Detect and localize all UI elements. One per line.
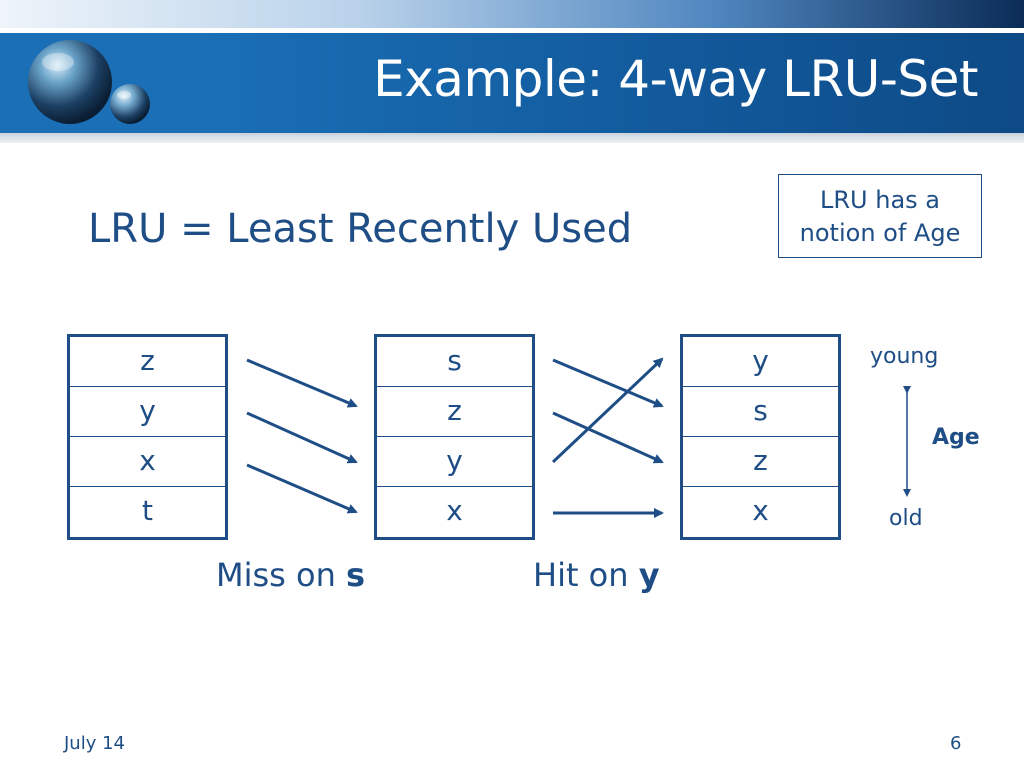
note-line-2: notion of Age bbox=[799, 219, 961, 247]
cache-entry: z bbox=[70, 337, 225, 387]
shift-arrow bbox=[552, 411, 664, 464]
age-label: Age bbox=[932, 425, 980, 450]
hit-caption-key: y bbox=[638, 556, 660, 594]
cache-entry: s bbox=[377, 337, 532, 387]
cache-entry: y bbox=[70, 387, 225, 437]
age-old-label: old bbox=[889, 506, 923, 531]
note-box: LRU has a notion of Age bbox=[778, 174, 982, 258]
cache-entry: x bbox=[446, 494, 463, 527]
footer-date: July 14 bbox=[64, 733, 125, 754]
subtitle: LRU = Least Recently Used bbox=[88, 206, 633, 252]
age-young-label: young bbox=[870, 344, 939, 369]
cache-entry: x bbox=[70, 437, 225, 487]
hit-caption: Hit on y bbox=[533, 556, 660, 594]
hit-caption-text: Hit on bbox=[533, 556, 639, 594]
cache-entry: s bbox=[683, 387, 838, 437]
top-decor-strip bbox=[0, 0, 1024, 28]
cache-entry: x bbox=[752, 494, 769, 527]
promote-arrow bbox=[551, 357, 664, 464]
miss-caption-text: Miss on bbox=[216, 556, 347, 594]
page-number: 6 bbox=[950, 733, 962, 754]
slide-title: Example: 4-way LRU-Set bbox=[373, 50, 978, 108]
pearl-spheres-logo bbox=[28, 40, 150, 124]
shift-arrow bbox=[246, 463, 358, 514]
shift-arrow bbox=[246, 358, 358, 408]
cache-set-after-hit: y s z x bbox=[680, 334, 841, 540]
note-line-1: LRU has a bbox=[820, 186, 940, 214]
cache-entry: y bbox=[683, 337, 838, 387]
cache-entry: z bbox=[377, 387, 532, 437]
miss-caption-key: s bbox=[346, 556, 366, 594]
header-shadow bbox=[0, 133, 1024, 143]
shift-arrow bbox=[552, 358, 664, 408]
cache-set-before: z y x t bbox=[67, 334, 228, 540]
cache-entry: z bbox=[683, 437, 838, 487]
cache-entry: t bbox=[142, 494, 153, 527]
shift-arrow bbox=[246, 411, 358, 464]
cache-entry: y bbox=[377, 437, 532, 487]
cache-set-after-miss: s z y x bbox=[374, 334, 535, 540]
header-bar bbox=[0, 33, 1024, 133]
miss-caption: Miss on s bbox=[216, 556, 365, 594]
